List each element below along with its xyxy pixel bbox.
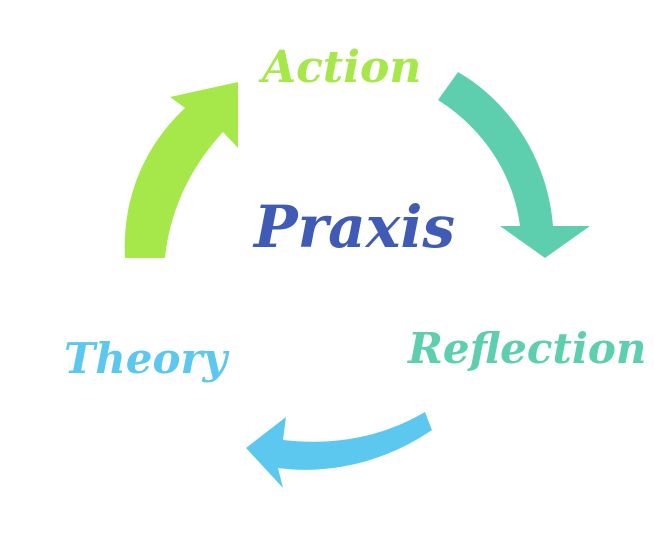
arrow-reflection-to-theory xyxy=(246,412,432,488)
praxis-label: Praxis xyxy=(254,193,456,261)
reflection-label: Reflection xyxy=(408,324,647,373)
theory-label: Theory xyxy=(64,334,228,383)
arrow-theory-to-action xyxy=(124,82,238,258)
arrow-action-to-reflection xyxy=(438,72,590,258)
action-label: Action xyxy=(262,42,422,93)
